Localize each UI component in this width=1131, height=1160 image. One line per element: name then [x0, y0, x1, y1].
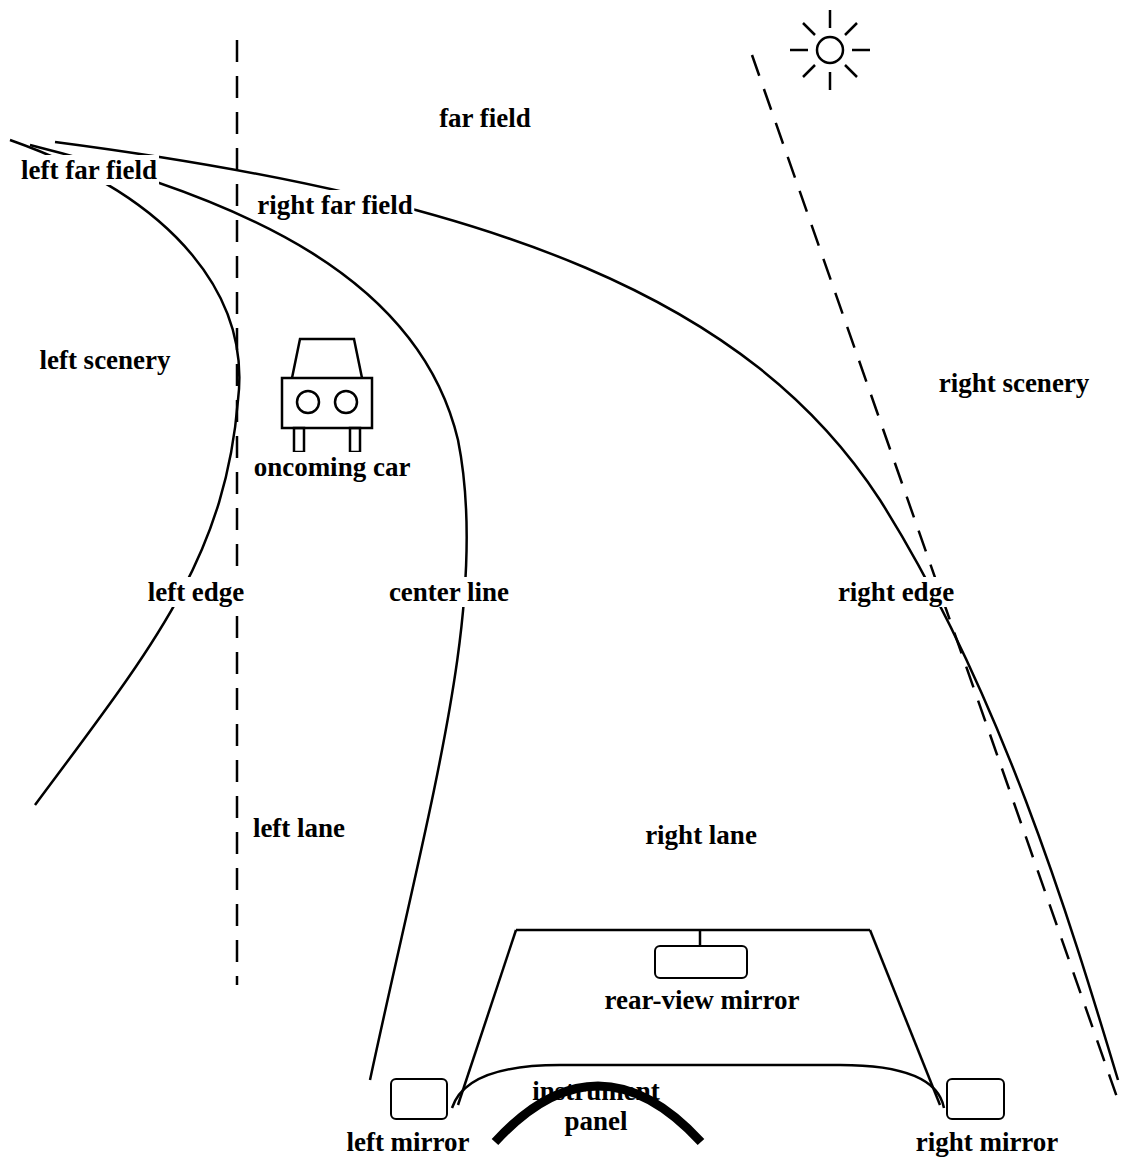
region-label: right far field [255, 190, 414, 220]
left-road-edge [10, 140, 239, 805]
region-label: far field [437, 103, 533, 133]
part-label: left mirror [344, 1127, 471, 1157]
scenery-label: right scenery [937, 368, 1092, 398]
lane-label: left lane [251, 813, 347, 843]
road-label: right edge [836, 577, 956, 607]
right-road-edge [55, 142, 1118, 1080]
dashed-reference-line [236, 40, 239, 985]
mirror-box: right mirror [946, 1078, 1005, 1120]
part-label: oncoming car [252, 452, 413, 482]
part-label: rear-view mirror [602, 985, 801, 1015]
part-label: right mirror [914, 1127, 1061, 1157]
scenery-label: left scenery [37, 345, 172, 375]
part-label: instrument panel [519, 1076, 673, 1136]
mirror-box: left mirror [390, 1078, 448, 1120]
sun-direction-line [752, 55, 1118, 1100]
windshield-frame [452, 930, 944, 1108]
car-outline [280, 336, 374, 454]
lane-label: right lane [643, 820, 759, 850]
road-label: left edge [146, 577, 247, 607]
road-label: center line [387, 577, 511, 607]
sun-symbol [790, 10, 870, 90]
road-center-line [30, 145, 467, 1080]
mirror-box: rear-view mirror [654, 945, 748, 979]
car-symbol: oncoming car [280, 336, 374, 454]
region-label: left far field [19, 155, 159, 185]
